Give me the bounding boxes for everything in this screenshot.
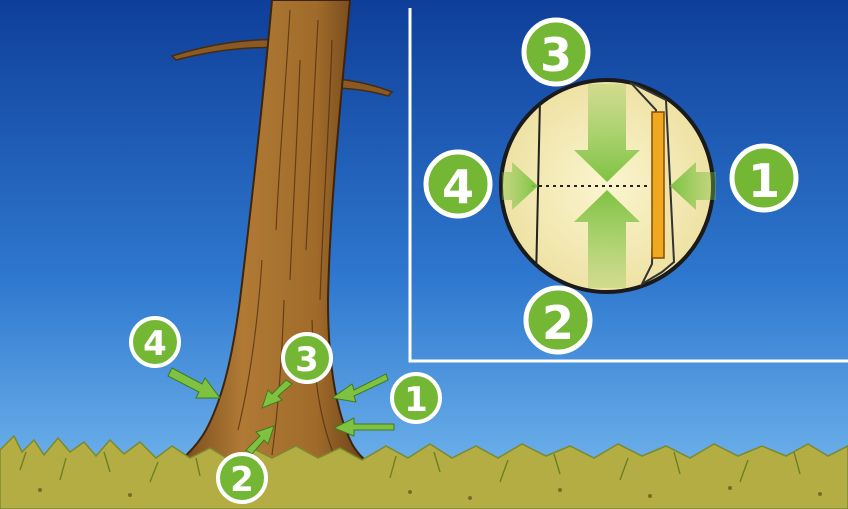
- tree-badge-3: 3: [283, 334, 331, 382]
- inset-badge-1: 1: [732, 146, 796, 210]
- tree-badge-3-label: 3: [295, 340, 319, 380]
- tree-badge-4-label: 4: [143, 324, 167, 364]
- inset-badge-3: 3: [524, 20, 588, 84]
- tree-badge-2: 2: [218, 454, 266, 502]
- inset-badge-4: 4: [426, 152, 490, 216]
- hinge-strip: [652, 112, 664, 258]
- inset-badge-1-label: 1: [748, 154, 780, 208]
- inset-badge-2: 2: [526, 288, 590, 352]
- tree-badge-4: 4: [131, 318, 179, 366]
- inset-badge-2-label: 2: [542, 296, 574, 350]
- tree-badge-2-label: 2: [230, 460, 254, 500]
- inset-badge-4-label: 4: [442, 160, 474, 214]
- tree-badge-1: 1: [392, 374, 440, 422]
- inset-badge-3-label: 3: [540, 28, 572, 82]
- tree-badge-1-label: 1: [404, 380, 428, 420]
